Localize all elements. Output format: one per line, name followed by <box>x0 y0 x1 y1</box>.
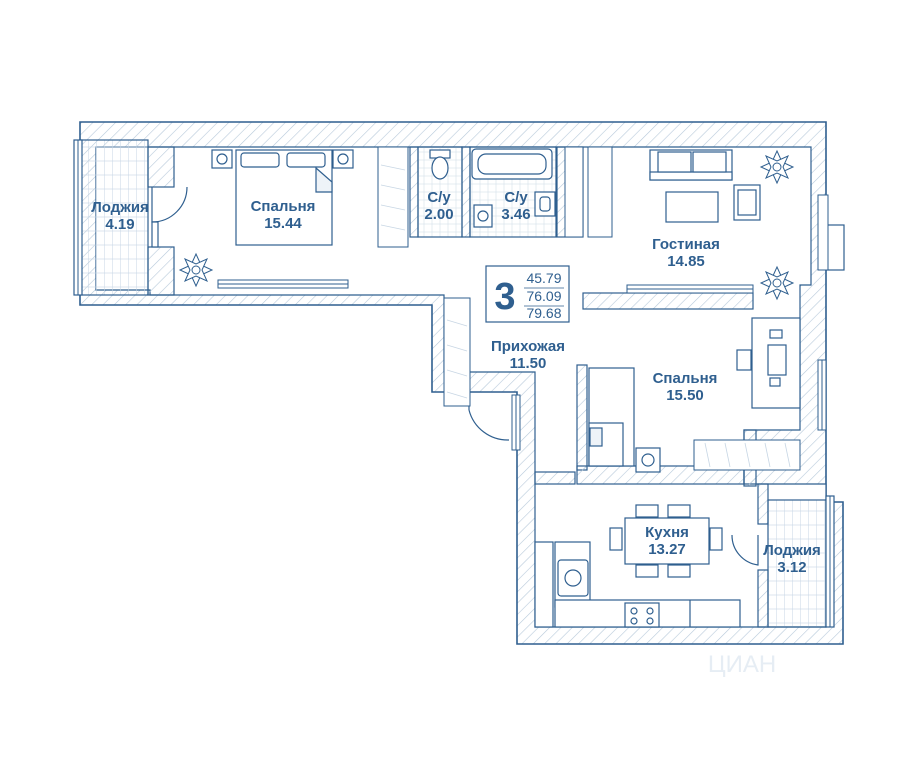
room-label-bathroom-2: С/у 3.46 <box>501 189 530 223</box>
desk-icon <box>736 317 801 409</box>
room-name: С/у <box>504 189 528 206</box>
room-name: Гостиная <box>652 236 720 253</box>
room-area: 15.44 <box>264 215 302 232</box>
stove-icon <box>554 599 741 628</box>
room-area: 3.46 <box>501 206 530 223</box>
loggia-right <box>767 495 835 628</box>
room-name: Лоджия <box>91 199 149 216</box>
room-area: 15.50 <box>666 387 704 404</box>
kitchen-dining-table <box>609 504 723 578</box>
room-name: Спальня <box>251 198 316 215</box>
room-name: Прихожая <box>491 338 565 355</box>
living-area: 45.79 <box>526 270 561 286</box>
armchair-icon <box>733 184 761 221</box>
room-name: Лоджия <box>763 542 821 559</box>
room-name: Кухня <box>645 524 689 541</box>
loggia-left <box>73 139 149 296</box>
room-label-loggia-left: Лоджия 4.19 <box>91 199 149 233</box>
room-label-bathroom-1: С/у 2.00 <box>424 189 453 223</box>
area-summary: 3 45.79 76.09 79.68 <box>485 265 570 323</box>
room-label-bedroom-1: Спальня 15.44 <box>251 198 316 232</box>
wardrobe-hangers <box>380 164 791 468</box>
bed-icon <box>211 149 354 246</box>
sink-icon <box>557 559 589 597</box>
toilet-icon <box>417 146 463 238</box>
room-area: 3.12 <box>777 559 806 576</box>
room-name: Спальня <box>653 370 718 387</box>
bathtub-icon <box>469 146 557 238</box>
sofa-icon <box>649 149 733 181</box>
total-with-loggia: 79.68 <box>526 305 561 321</box>
total-area: 76.09 <box>526 288 561 304</box>
room-area: 14.85 <box>667 253 705 270</box>
room-area: 11.50 <box>510 355 547 372</box>
room-area: 4.19 <box>105 216 134 233</box>
balcony-stub <box>817 194 845 271</box>
room-label-kitchen: Кухня 13.27 <box>645 524 689 558</box>
room-area: 2.00 <box>424 206 453 223</box>
table-icon <box>665 191 719 223</box>
room-label-bedroom-2: Спальня 15.50 <box>653 370 718 404</box>
room-label-loggia-right: Лоджия 3.12 <box>763 542 821 576</box>
room-area: 13.27 <box>648 541 686 558</box>
plant-icon <box>178 149 795 301</box>
room-name: С/у <box>427 189 451 206</box>
room-label-living-room: Гостиная 14.85 <box>652 236 720 270</box>
bed-icon <box>588 367 661 473</box>
room-label-hallway: Прихожая 11.50 <box>491 338 565 372</box>
wardrobe-icon <box>377 146 801 471</box>
watermark: ЦИАН <box>708 651 776 678</box>
rooms-count: 3 <box>494 276 515 318</box>
window-icon <box>217 279 827 451</box>
